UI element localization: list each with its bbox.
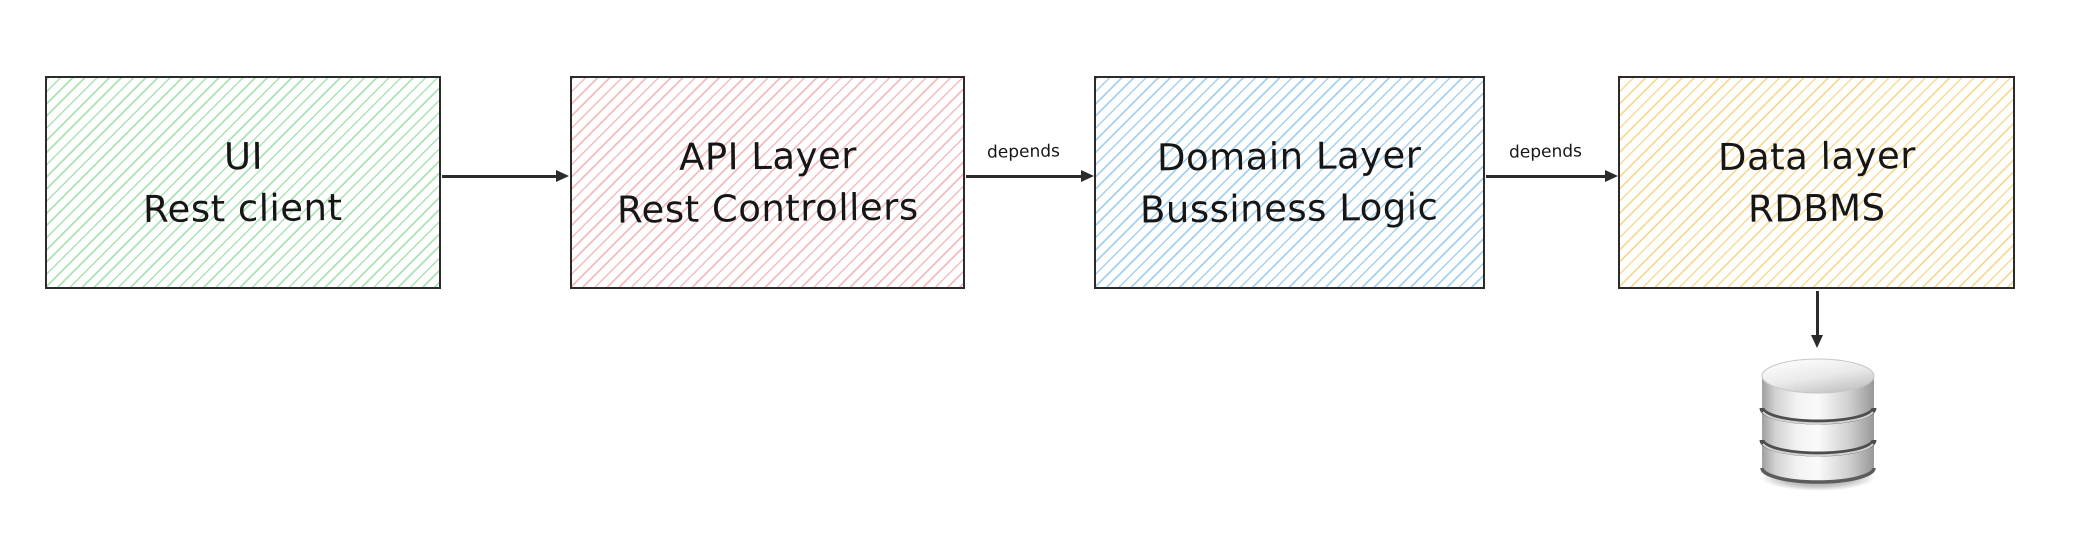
node-label-line: Rest client (143, 185, 343, 232)
node-domain-layer[interactable]: Domain Layer Bussiness Logic (1094, 76, 1485, 289)
arrow-domain-to-data[interactable] (1486, 170, 1618, 181)
arrow-api-to-domain[interactable] (966, 170, 1094, 181)
node-label-line: Data layer (1717, 133, 1916, 180)
edge-label-depends: depends (986, 141, 1061, 163)
node-label-line: Rest Controllers (616, 185, 919, 232)
arrow-data-to-database[interactable] (1811, 291, 1822, 348)
edge-label-depends: depends (1508, 141, 1583, 163)
node-label-line: Domain Layer (1157, 133, 1422, 180)
node-label-line: UI (223, 134, 263, 179)
node-api-layer[interactable]: API Layer Rest Controllers (570, 76, 965, 289)
node-data-layer[interactable]: Data layer RDBMS (1618, 76, 2015, 289)
arrow-ui-to-api[interactable] (442, 170, 569, 181)
database-icon (1759, 358, 1877, 491)
node-label-line: Bussiness Logic (1140, 185, 1439, 232)
node-label-line: RDBMS (1747, 186, 1886, 231)
node-label-line: API Layer (678, 134, 857, 179)
node-ui-rest-client[interactable]: UI Rest client (45, 76, 441, 289)
